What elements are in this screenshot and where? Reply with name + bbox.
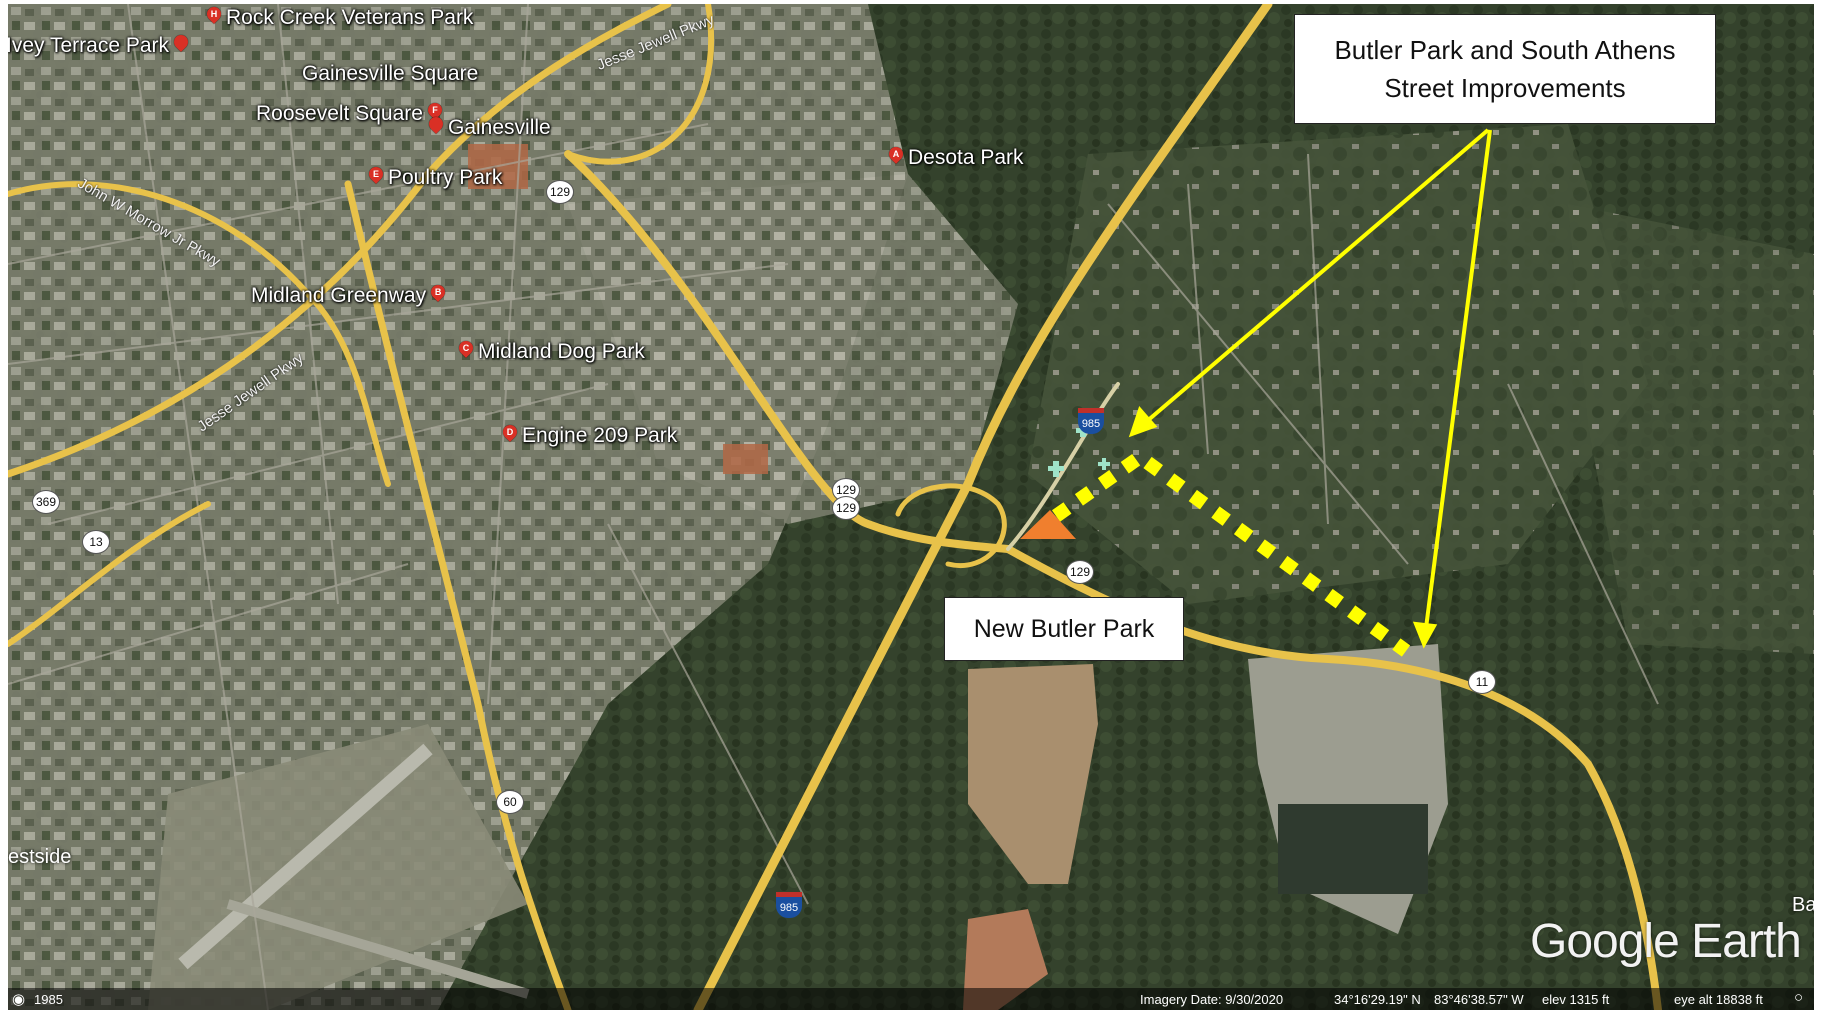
red-lot-2 bbox=[723, 444, 768, 474]
latitude-readout: 34°16'29.19" N bbox=[1334, 992, 1421, 1007]
map-pin-icon bbox=[428, 117, 444, 139]
ga-60 bbox=[344, 180, 572, 1010]
place-label: Midland Dog Park bbox=[478, 340, 645, 363]
map-pin-icon: H bbox=[206, 7, 222, 29]
interstate-985 bbox=[693, 4, 1273, 1010]
map-pin-icon: F bbox=[427, 103, 443, 125]
place-label: Midland Greenway bbox=[251, 284, 427, 307]
status-bar: ◉ 1985 Imagery Date: 9/30/2020 34°16'29.… bbox=[8, 988, 1814, 1010]
place-label: Engine 209 Park bbox=[522, 424, 678, 447]
industrial-area bbox=[568, 174, 1018, 524]
pond bbox=[1278, 804, 1428, 894]
landfill-area bbox=[968, 664, 1098, 884]
callout-butler-park-improvements: Butler Park and South Athens Street Impr… bbox=[1294, 14, 1716, 124]
map-pin-icon bbox=[173, 35, 189, 57]
place-label: Ivey Terrace Park bbox=[8, 34, 170, 57]
south-athens-street bbox=[1006, 382, 1120, 551]
globe-icon[interactable]: ◉ bbox=[12, 991, 26, 1008]
interchange-ramp bbox=[895, 483, 1007, 568]
suburb-area-east bbox=[1568, 204, 1814, 654]
route-shield-129: 129 bbox=[1066, 560, 1094, 584]
place-midland-greenway[interactable]: Midland Greenway B bbox=[251, 284, 446, 308]
map-pin-icon: A bbox=[888, 147, 904, 169]
callout-new-butler-park: New Butler Park bbox=[944, 597, 1184, 661]
ga-13 bbox=[8, 501, 211, 647]
place-label-east: Ba bbox=[1792, 894, 1814, 916]
map-pin-icon: D bbox=[502, 425, 518, 447]
route-shield-129: 129 bbox=[546, 180, 574, 204]
map-pin-icon: B bbox=[430, 285, 446, 307]
place-poultry-park[interactable]: E Poultry Park bbox=[368, 166, 502, 190]
orange-triangle-marker-icon bbox=[1020, 510, 1076, 539]
place-gainesville-square[interactable]: Gainesville Square bbox=[302, 62, 478, 86]
satellite-imagery bbox=[8, 4, 1814, 1010]
route-shield-369: 369 bbox=[32, 490, 60, 514]
place-rock-creek-veterans-park[interactable]: H Rock Creek Veterans Park bbox=[206, 6, 474, 30]
jesse-jewell-pkwy bbox=[8, 4, 672, 478]
route-shield-13: 13 bbox=[82, 530, 110, 554]
longitude-readout: 83°46'38.57" W bbox=[1434, 992, 1524, 1007]
interstate-shield-985: 985 bbox=[1078, 408, 1104, 434]
airport-area bbox=[148, 724, 528, 1010]
place-ivey-terrace-park[interactable]: Ivey Terrace Park bbox=[8, 34, 189, 58]
compass-icon[interactable]: ○ bbox=[1794, 989, 1804, 1006]
elevation-readout: elev 1315 ft bbox=[1542, 992, 1610, 1007]
construction-area bbox=[963, 909, 1048, 1010]
us-129-north bbox=[565, 4, 715, 165]
place-gainesville[interactable]: Gainesville bbox=[428, 116, 551, 140]
runway-2 bbox=[226, 899, 530, 999]
map-pin-icon: C bbox=[458, 341, 474, 363]
place-label: Desota Park bbox=[908, 146, 1024, 169]
place-label-westside: estside bbox=[8, 846, 72, 868]
map-view[interactable]: H Rock Creek Veterans Park Ivey Terrace … bbox=[8, 4, 1814, 1010]
place-label: Poultry Park bbox=[388, 166, 503, 189]
place-label: Roosevelt Square bbox=[256, 102, 423, 125]
callout-arrows bbox=[1128, 128, 1492, 649]
route-shield-129: 129 bbox=[832, 496, 860, 520]
john-morrow-pkwy bbox=[8, 181, 391, 487]
place-label: Gainesville bbox=[448, 116, 551, 139]
place-label: Gainesville Square bbox=[302, 62, 479, 85]
map-pin-icon: E bbox=[368, 167, 384, 189]
interstate-shield-985: 985 bbox=[776, 892, 802, 918]
place-label: Rock Creek Veterans Park bbox=[226, 6, 474, 29]
place-midland-dog-park[interactable]: C Midland Dog Park bbox=[458, 340, 645, 364]
place-engine-209-park[interactable]: D Engine 209 Park bbox=[502, 424, 678, 448]
us-129 bbox=[564, 150, 1012, 553]
runway bbox=[178, 743, 433, 970]
route-shield-60: 60 bbox=[496, 790, 524, 814]
eye-altitude-readout: eye alt 18838 ft bbox=[1674, 992, 1763, 1007]
place-desota-park[interactable]: A Desota Park bbox=[888, 146, 1024, 170]
place-roosevelt-square[interactable]: Roosevelt Square F bbox=[256, 102, 443, 126]
google-earth-watermark: Google Earth bbox=[1530, 915, 1802, 968]
imagery-date: Imagery Date: 9/30/2020 bbox=[1140, 992, 1284, 1007]
improvement-route-dashed bbox=[1051, 448, 1411, 657]
route-shield-11: 11 bbox=[1468, 670, 1496, 694]
historical-imagery-year[interactable]: 1985 bbox=[34, 992, 63, 1007]
